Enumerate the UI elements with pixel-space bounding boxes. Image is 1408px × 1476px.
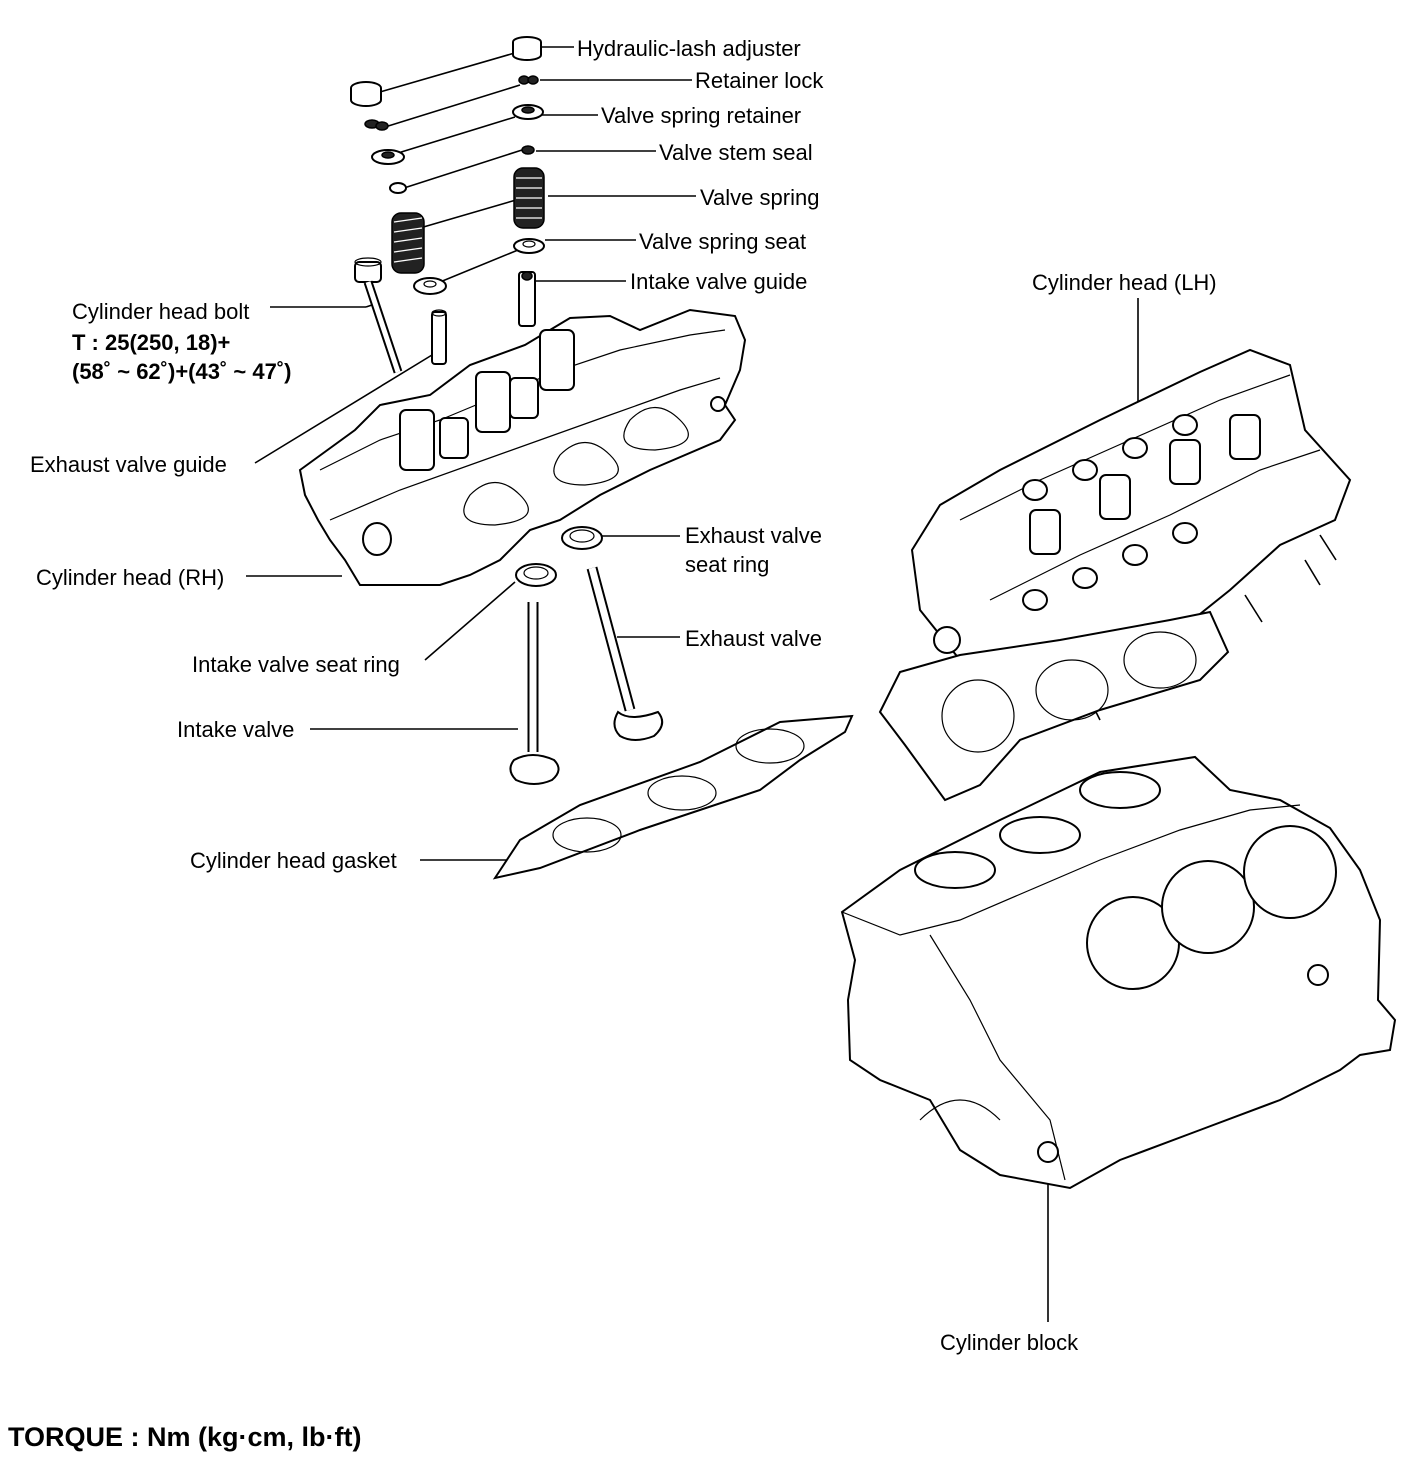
label-valve-spring: Valve spring	[700, 185, 820, 210]
label-cylinder-head-bolt: Cylinder head bolt	[72, 299, 250, 324]
label-bolt-torque-line2: (58˚ ~ 62˚)+(43˚ ~ 47˚)	[72, 359, 292, 384]
label-cylinder-head-gasket: Cylinder head gasket	[190, 848, 397, 873]
label-cylinder-head-lh: Cylinder head (LH)	[1032, 270, 1217, 295]
label-exhaust-valve-seat-ring-line2: seat ring	[685, 552, 770, 577]
left-valve-stack	[350, 81, 447, 374]
leader-lines	[246, 46, 1139, 1322]
cylinder-head-rh-drawing	[298, 308, 747, 586]
label-hydraulic-lash-adjuster: Hydraulic-lash adjuster	[577, 36, 801, 61]
torque-units-footer: TORQUE : Nm (kg·cm, lb·ft)	[8, 1422, 362, 1452]
label-exhaust-valve-guide: Exhaust valve guide	[30, 452, 227, 477]
cylinder-head-gasket-drawing	[492, 714, 854, 880]
label-bolt-torque-line1: T : 25(250, 18)+	[72, 330, 231, 355]
label-exhaust-valve: Exhaust valve	[685, 626, 822, 651]
cylinder-block-drawing	[840, 755, 1397, 1190]
label-cylinder-head-rh: Cylinder head (RH)	[36, 565, 225, 590]
lh-gasket-drawing	[878, 610, 1230, 802]
label-valve-spring-retainer: Valve spring retainer	[601, 103, 802, 128]
label-exhaust-valve-seat-ring-line1: Exhaust valve	[685, 523, 822, 548]
label-intake-valve-seat-ring: Intake valve seat ring	[192, 652, 400, 677]
label-cylinder-block: Cylinder block	[940, 1330, 1079, 1355]
label-valve-spring-seat: Valve spring seat	[639, 229, 807, 254]
label-intake-valve: Intake valve	[177, 717, 295, 742]
right-valve-stack	[512, 36, 545, 327]
label-retainer-lock: Retainer lock	[695, 68, 824, 93]
cylinder-head-lh-drawing	[910, 348, 1352, 721]
label-intake-valve-guide: Intake valve guide	[630, 269, 808, 294]
valves-and-seat-rings	[509, 526, 664, 785]
label-valve-stem-seal: Valve stem seal	[659, 140, 813, 165]
